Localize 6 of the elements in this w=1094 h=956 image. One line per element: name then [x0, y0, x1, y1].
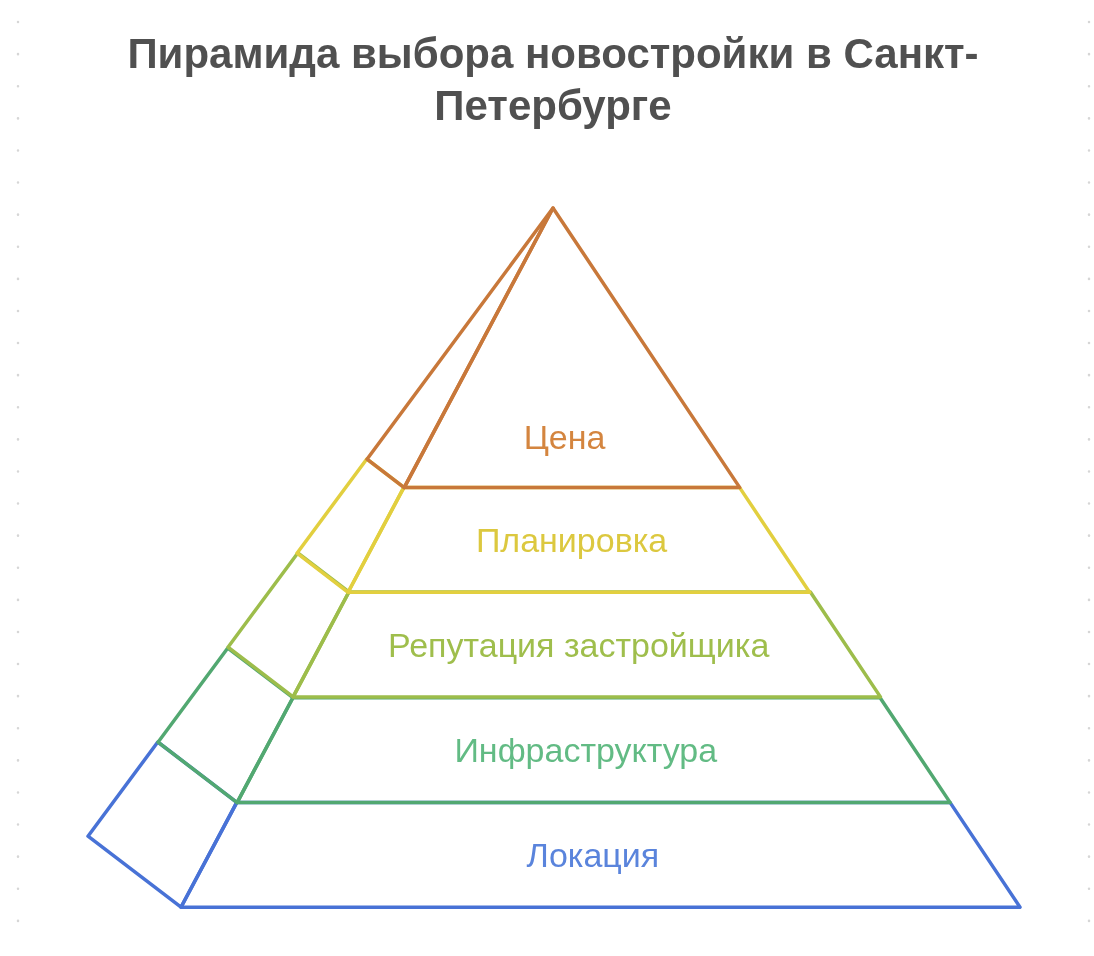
diagram-title: Пирамида выбора новостройки в Санкт-Петербурге: [126, 29, 980, 131]
tier-label: Репутация застройщика: [388, 624, 770, 665]
tier-label: Цена: [523, 417, 606, 458]
tier-label: Планировка: [475, 520, 668, 560]
tier-label: Локация: [526, 834, 660, 875]
tier-label: Инфраструктура: [454, 729, 718, 770]
